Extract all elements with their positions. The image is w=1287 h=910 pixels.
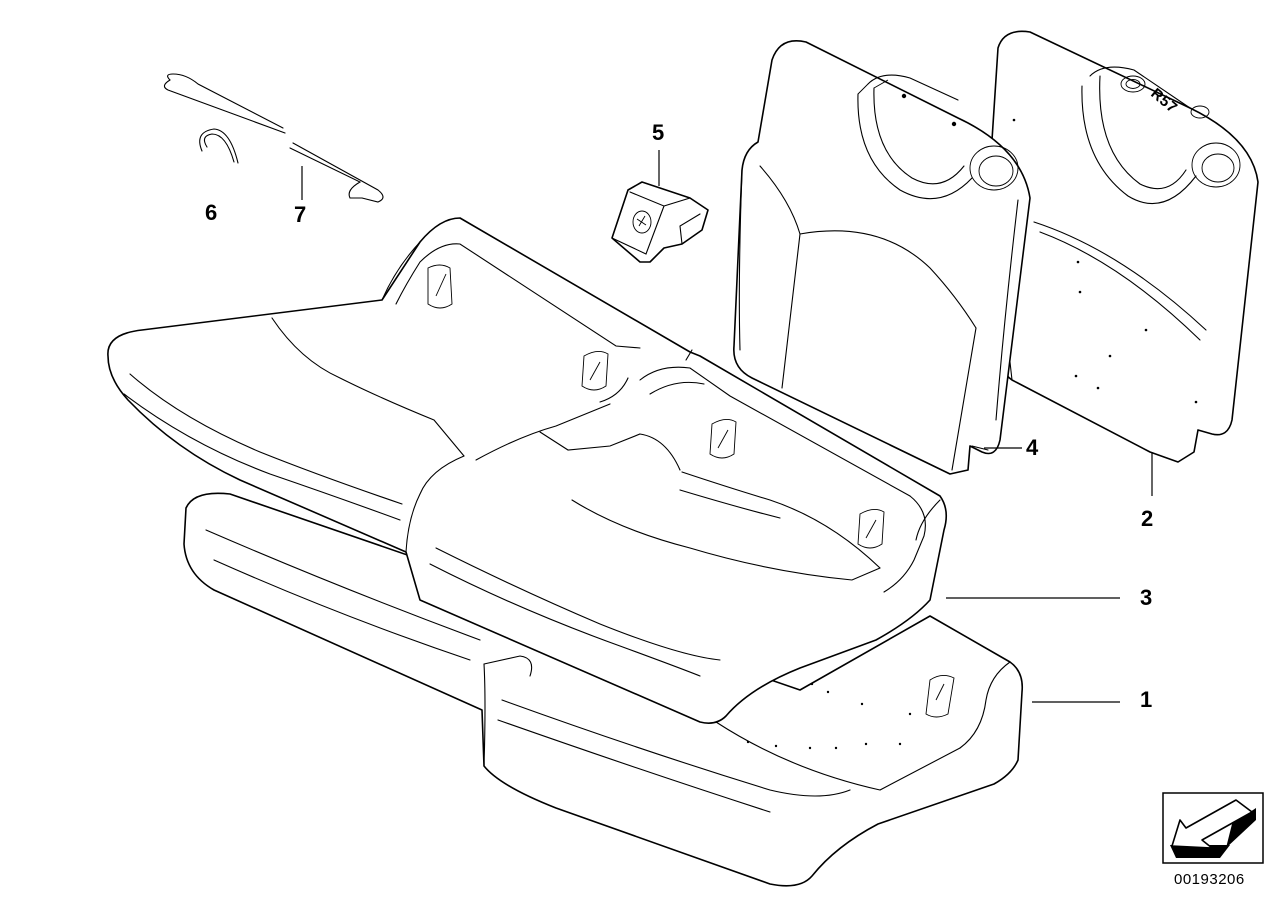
- part-7-wire: [163, 73, 384, 203]
- part-6-clip: [199, 128, 239, 164]
- part-2-backrest-frame: R57: [991, 30, 1259, 463]
- part-3-seat-cover: [107, 217, 948, 724]
- leader-lines: [301, 150, 1153, 703]
- callout-1: 1: [1140, 687, 1152, 712]
- part-5-guide: [611, 181, 709, 263]
- callouts: 1 2 3 4 5 6 7: [205, 120, 1153, 712]
- direction-arrow-icon: [1162, 792, 1264, 864]
- part-4-backrest-cover: [733, 40, 1031, 475]
- callout-7: 7: [294, 202, 306, 227]
- callout-2: 2: [1141, 506, 1153, 531]
- callout-4: 4: [1026, 435, 1039, 460]
- callout-3: 3: [1140, 585, 1152, 610]
- part-1-seat-frame: [183, 492, 1024, 887]
- diagram-number: 00193206: [1174, 871, 1245, 888]
- callout-5: 5: [652, 120, 664, 145]
- callout-6: 6: [205, 200, 217, 225]
